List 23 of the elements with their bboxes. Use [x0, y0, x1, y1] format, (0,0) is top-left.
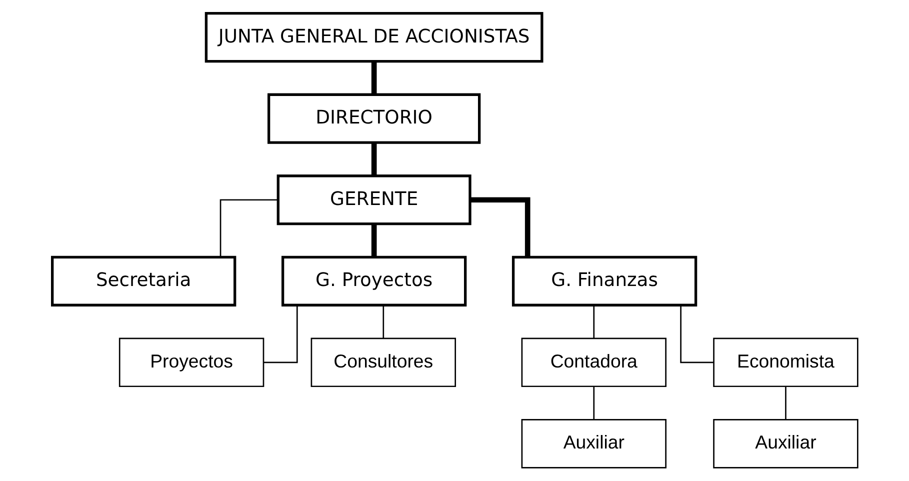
node-box: Consultores	[310, 338, 456, 388]
connector	[592, 306, 594, 338]
connector	[263, 306, 298, 364]
node-box: GERENTE	[276, 174, 471, 226]
connector	[370, 142, 376, 176]
connector	[680, 306, 713, 364]
connector	[370, 224, 376, 257]
connector	[370, 62, 376, 94]
node-box: Proyectos	[118, 338, 264, 388]
node-box: G. Proyectos	[280, 256, 466, 306]
connector	[784, 386, 786, 420]
node-box: Auxiliar	[712, 419, 858, 468]
node-box: Auxiliar	[520, 419, 666, 468]
connector	[592, 386, 594, 420]
connector	[470, 197, 530, 257]
node-box: DIRECTORIO	[266, 93, 480, 144]
node-box: Economista	[712, 338, 858, 388]
node-box: G. Finanzas	[511, 256, 697, 306]
connector	[382, 306, 384, 338]
node-box: Secretaria	[50, 256, 236, 306]
node-box: Contadora	[520, 338, 666, 388]
connector	[219, 199, 278, 257]
node-box: JUNTA GENERAL DE ACCIONISTAS	[204, 12, 543, 63]
